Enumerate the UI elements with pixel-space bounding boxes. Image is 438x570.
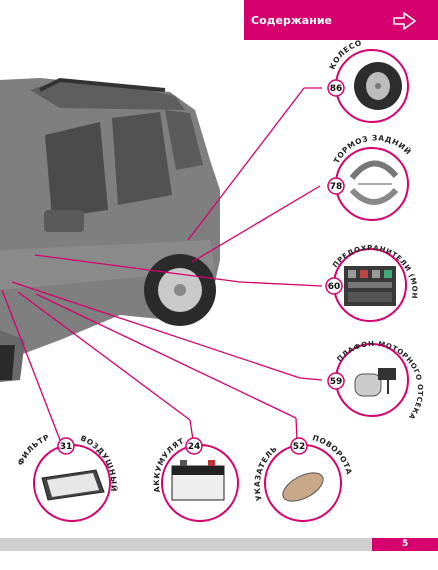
battery-icon[interactable] <box>171 460 225 501</box>
page-badges <box>57 79 345 455</box>
air-filter-page[interactable]: 31 <box>60 442 73 452</box>
lamp-icon[interactable] <box>354 368 396 397</box>
turn-signal-page[interactable]: 52 <box>293 442 306 452</box>
footer-bar <box>0 538 438 551</box>
leader-lines <box>1 87 323 441</box>
page-number-tab <box>372 538 438 551</box>
contents-title[interactable]: Содержание <box>251 14 332 27</box>
fuse-box-icon[interactable] <box>344 266 396 306</box>
brake-shoes-icon[interactable] <box>349 160 399 205</box>
illustration: 86 78 60 59 31 24 52 КОЛЕСО ТОРМОЗ ЗАДНИ… <box>0 40 424 522</box>
ceiling-light-page[interactable]: 59 <box>330 377 343 387</box>
car-illustration <box>0 77 220 382</box>
arrow-right-icon[interactable] <box>392 11 418 31</box>
air-filter-icon[interactable] <box>41 469 105 501</box>
contents-link[interactable] <box>244 0 438 40</box>
page-number: 5 <box>402 539 409 549</box>
fuses-page[interactable]: 60 <box>328 282 341 292</box>
rear-brake-page[interactable]: 78 <box>330 182 343 192</box>
turn-signal-icon[interactable] <box>278 467 327 507</box>
wheel-page[interactable]: 86 <box>330 84 343 94</box>
wheel-icon[interactable] <box>354 62 402 110</box>
battery-page[interactable]: 24 <box>188 442 201 452</box>
